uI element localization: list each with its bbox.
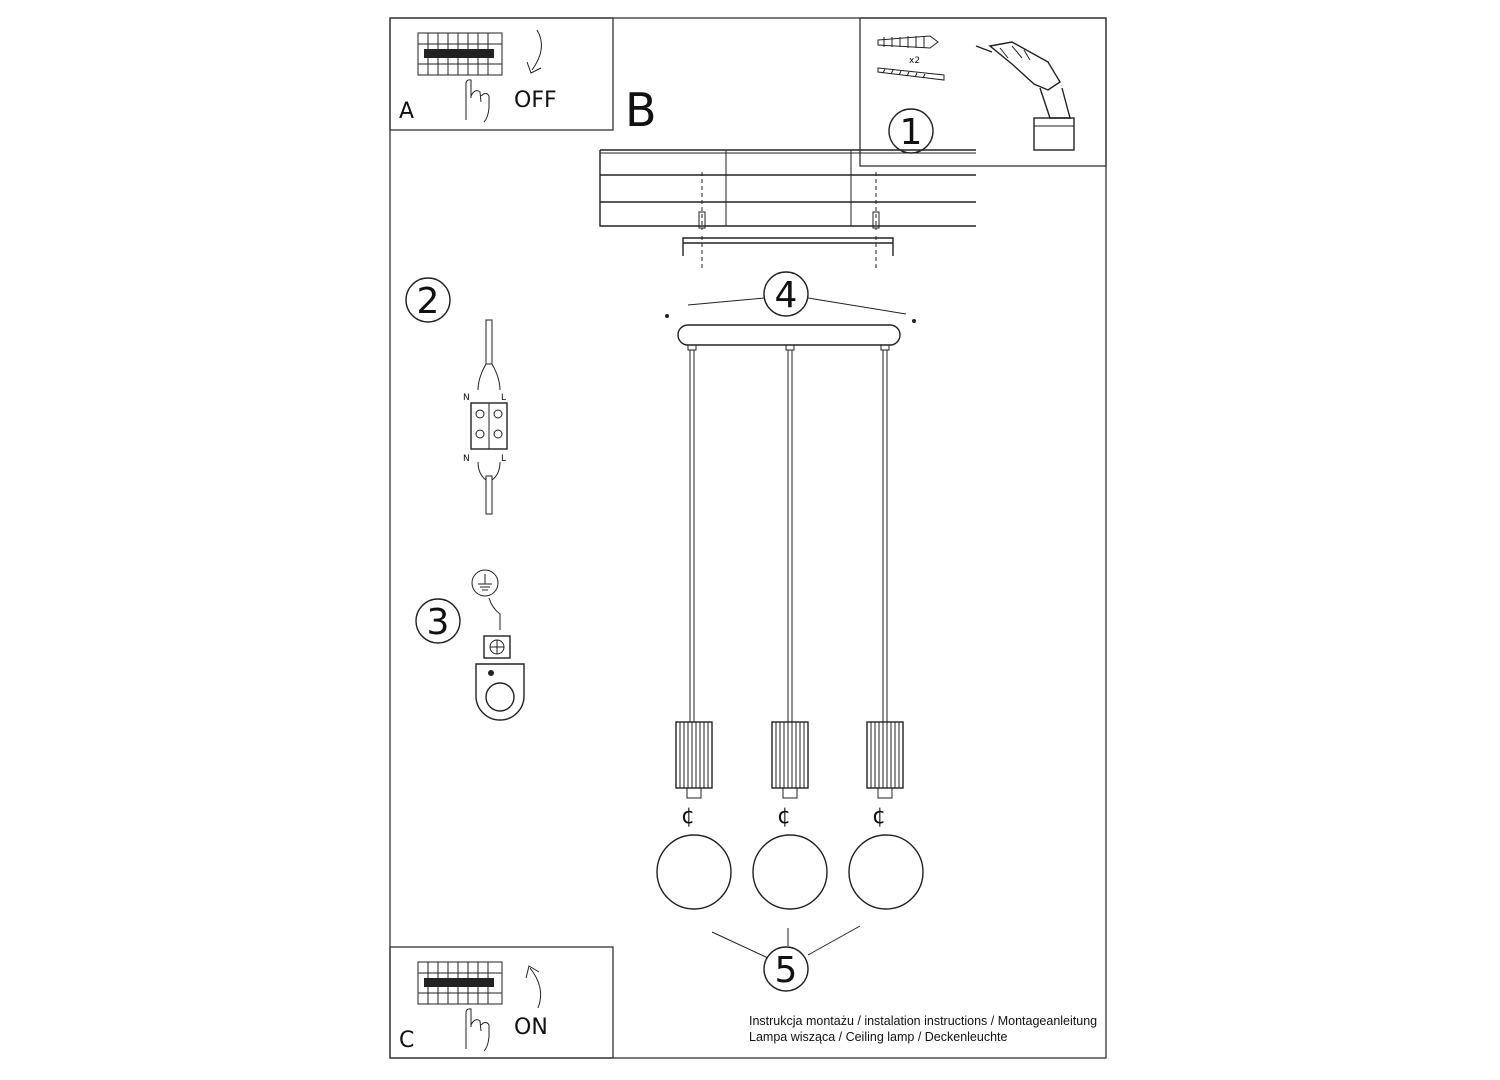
mounting-bracket: [682, 236, 894, 268]
neutral-label-bottom: N: [463, 454, 470, 464]
shade-2: [771, 721, 809, 799]
glass-globe-1: [656, 834, 732, 910]
canopy: [677, 324, 901, 351]
screw-in-symbol-1: ¢: [681, 804, 695, 829]
footer-line-1: Instrukcja montażu / instalation instruc…: [749, 1014, 1097, 1028]
rotate-arrow-icon: [525, 965, 542, 1009]
rotate-arrow-icon: [526, 29, 542, 74]
step-4-number: 4: [775, 275, 798, 316]
glass-globe-2: [752, 834, 828, 910]
step-3-number: 3: [427, 602, 450, 643]
panel-a-letter: A: [399, 99, 414, 124]
pendant-1: ¢: [656, 350, 732, 910]
terminal-block-icon: [470, 319, 508, 515]
drill-icon: [975, 41, 1075, 151]
neutral-label-top: N: [463, 393, 470, 403]
step-1-number: 1: [900, 112, 923, 153]
step-5-callout: 5: [711, 925, 861, 992]
pendant-3: ¢: [848, 350, 924, 910]
breaker-switch-icon: [417, 32, 503, 123]
glass-globe-3: [848, 834, 924, 910]
screw-icon: [877, 67, 945, 81]
sheet-frame: [389, 17, 1107, 1059]
panel-c-on-label: ON: [514, 1015, 548, 1040]
panel-a: OFF A: [389, 17, 614, 131]
live-label-bottom: L: [501, 454, 506, 464]
step-2-number: 2: [417, 281, 440, 322]
panel-c-letter: C: [399, 1028, 414, 1053]
ground-terminal: [475, 635, 525, 721]
live-label-top: L: [501, 393, 506, 403]
step-3-grounding: 3: [415, 569, 525, 721]
panel-c: ON C: [389, 946, 614, 1059]
step-2-wiring: 2 N L N L: [405, 277, 508, 515]
panel-a-off-label: OFF: [514, 88, 557, 113]
wall-plug-icon: [877, 35, 939, 49]
quantity-label: x2: [909, 56, 920, 66]
step-4-callout: 4: [665, 271, 916, 323]
ceiling-section: [599, 149, 976, 230]
breaker-switch-icon: [417, 961, 503, 1052]
screw-in-symbol-2: ¢: [777, 804, 791, 829]
step-1-panel: x2 1: [859, 17, 1107, 167]
ground-symbol-icon: [471, 569, 499, 597]
shade-1: [675, 721, 713, 799]
step-5-number: 5: [775, 950, 798, 991]
pendant-2: ¢: [752, 350, 828, 910]
footer-line-2: Lampa wisząca / Ceiling lamp / Deckenleu…: [749, 1030, 1008, 1044]
panel-b-letter: B: [625, 83, 657, 137]
screw-in-symbol-3: ¢: [872, 804, 886, 829]
shade-3: [866, 721, 904, 799]
